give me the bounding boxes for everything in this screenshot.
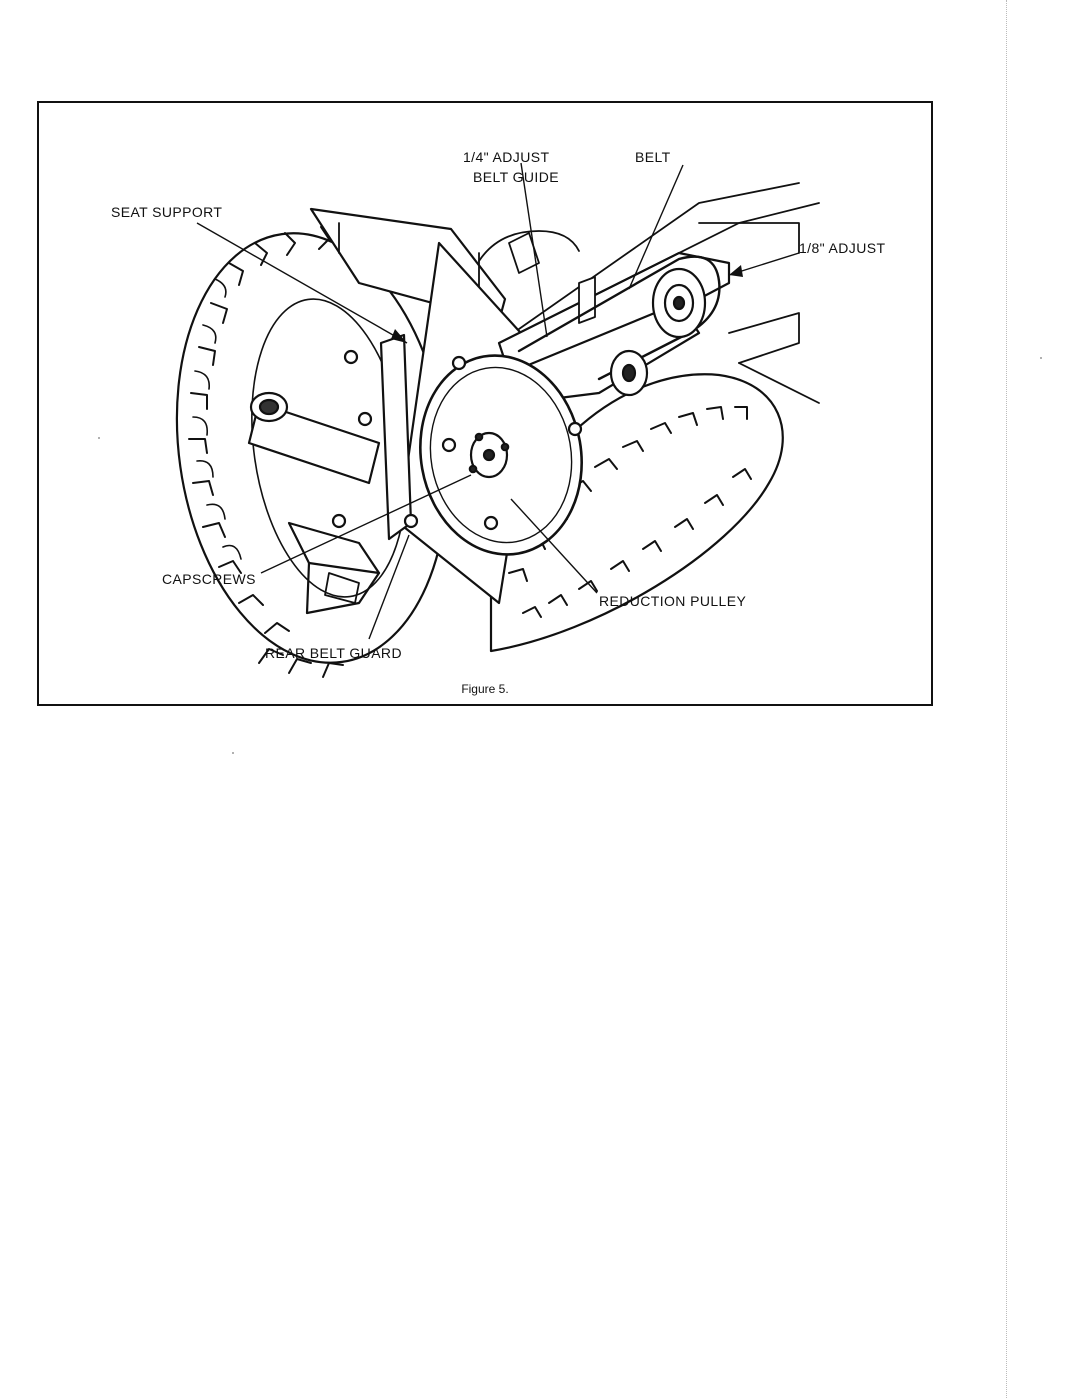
leader-capscrews bbox=[260, 474, 472, 574]
page-margin-rule bbox=[1006, 0, 1007, 1398]
leader-arrowheads bbox=[391, 265, 743, 343]
leader-reduction-pulley bbox=[510, 498, 598, 594]
figure-frame: 1/4" ADJUST BELT BELT GUIDE SEAT SUPPORT… bbox=[37, 101, 933, 706]
belt bbox=[517, 255, 721, 381]
scan-speck bbox=[232, 752, 234, 754]
label-belt: BELT bbox=[635, 149, 671, 165]
leader-belt bbox=[628, 164, 684, 290]
reduction-pulley-drawing bbox=[419, 354, 583, 556]
leader-lines bbox=[196, 162, 800, 640]
label-reduction-pulley: REDUCTION PULLEY bbox=[599, 593, 747, 609]
leader-rear-belt-guard bbox=[368, 534, 410, 640]
scan-speck bbox=[1040, 357, 1042, 359]
label-seat-support: SEAT SUPPORT bbox=[111, 204, 223, 220]
label-capscrews: CAPSCREWS bbox=[162, 571, 256, 587]
label-belt-guide: BELT GUIDE bbox=[473, 169, 559, 185]
label-eighth-adjust: 1/8" ADJUST bbox=[799, 240, 886, 256]
scan-speck bbox=[98, 437, 100, 439]
small-pulley bbox=[609, 349, 649, 397]
label-rear-belt-guard: REAR BELT GUARD bbox=[265, 645, 402, 661]
figure-caption: Figure 5. bbox=[461, 682, 509, 696]
leader-quarter-adjust bbox=[520, 162, 548, 338]
frame-bolts bbox=[331, 349, 583, 531]
tractor-rear-illustration bbox=[175, 162, 820, 678]
leader-seat-support bbox=[196, 222, 408, 344]
label-quarter-adjust: 1/4" ADJUST bbox=[463, 149, 550, 165]
idler-pulley bbox=[651, 267, 707, 339]
